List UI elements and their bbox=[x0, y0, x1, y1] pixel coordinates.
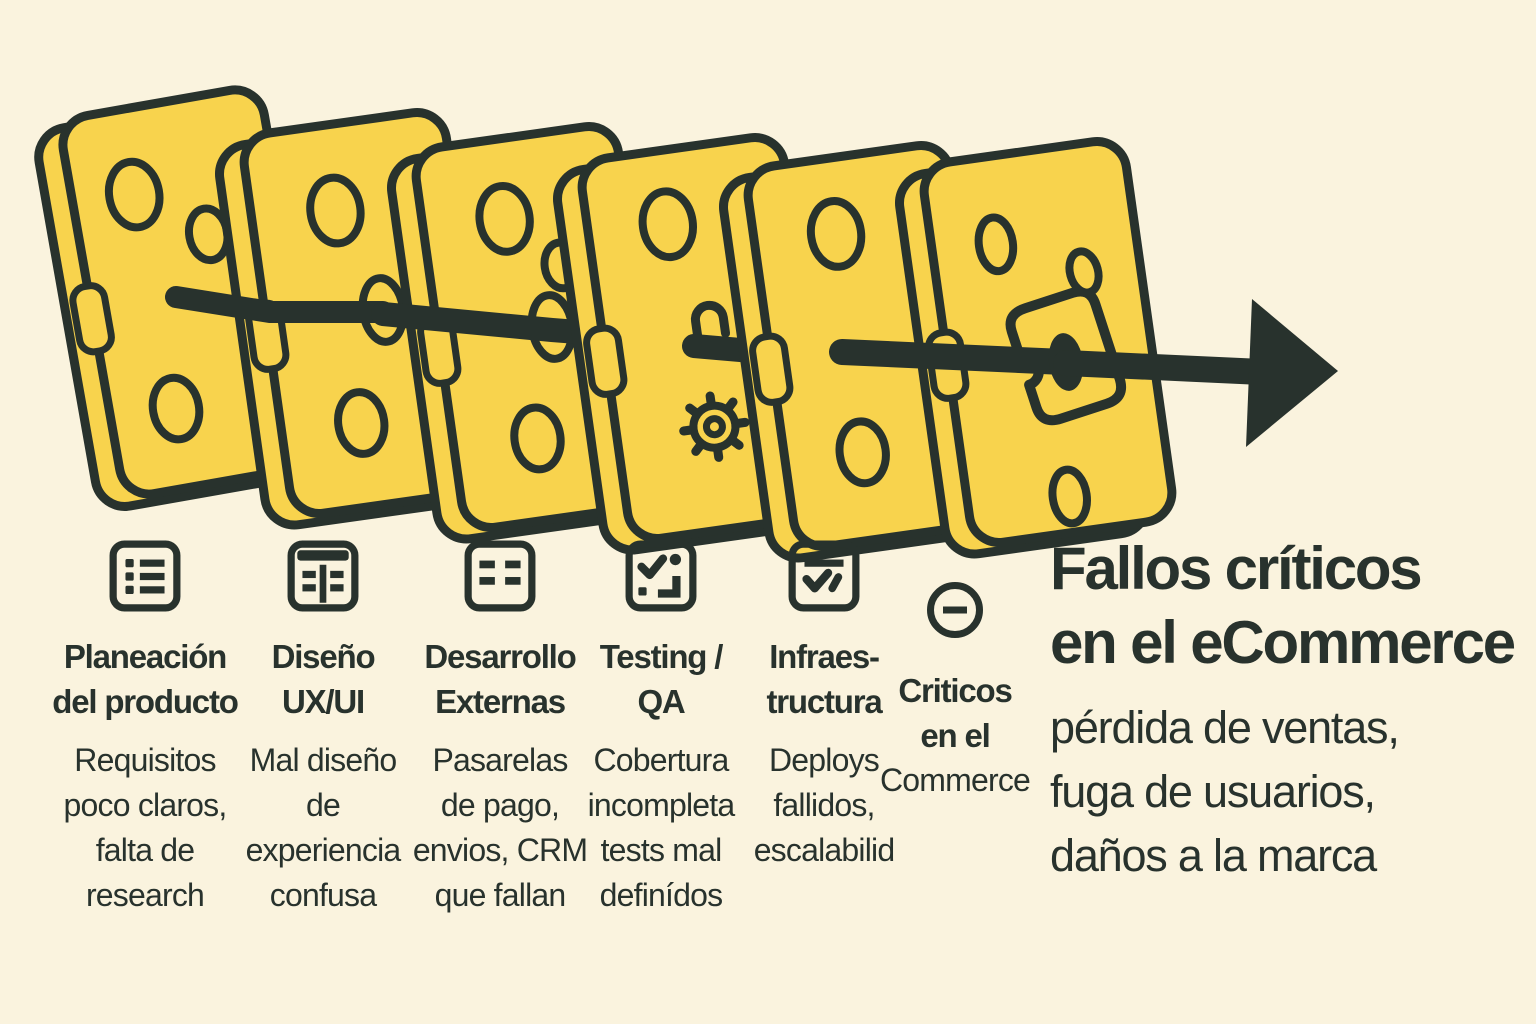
rows-icon bbox=[464, 540, 536, 612]
result-block: Fallos críticos en el eCommerce pérdida … bbox=[1050, 532, 1525, 888]
arrow-rod-segment-4 bbox=[829, 339, 1077, 375]
step-description: Mal diseño de experiencia confusa bbox=[245, 742, 402, 913]
step-column-infraestructura: Infraes- tructura Deploys fallidos, esca… bbox=[719, 538, 929, 873]
step-title: Diseño UX/UI bbox=[271, 638, 376, 720]
shackle-icon bbox=[690, 300, 731, 342]
puzzle-cutout bbox=[1005, 286, 1127, 426]
step-description: Pasarelas de pago, envios, CRM que falla… bbox=[412, 742, 588, 913]
step-title: Desarrollo Externas bbox=[424, 638, 576, 720]
list-icon bbox=[109, 540, 181, 612]
result-title: Fallos críticos en el eCommerce bbox=[1050, 535, 1516, 676]
browser-layout-icon bbox=[287, 540, 359, 612]
gear-icon bbox=[679, 391, 750, 462]
step-description: Deploys fallidos, escalabilid bbox=[753, 742, 895, 868]
test-check-icon bbox=[625, 540, 697, 612]
step-title: Planeación del producto bbox=[52, 638, 239, 720]
step-column-criticos: Criticos en el Commerce bbox=[867, 538, 1043, 803]
step-title: Infraes- tructura bbox=[766, 638, 882, 720]
step-column-planeacion: Planeación del producto Requisitos poco … bbox=[40, 538, 250, 918]
step-column-desarrollo: Desarrollo Externas Pasarelas de pago, e… bbox=[394, 538, 606, 918]
step-description: Requisitos poco claros, falta de researc… bbox=[63, 742, 228, 913]
arrow-head bbox=[1246, 299, 1338, 447]
small-hole-domino-6 bbox=[1065, 247, 1103, 297]
arrow-rod-segment-1 bbox=[165, 286, 394, 323]
step-title: Testing / QA bbox=[599, 638, 724, 720]
step-column-testing: Testing / QA Cobertura incompleta tests … bbox=[556, 538, 766, 918]
step-description: Commerce bbox=[879, 762, 1031, 798]
step-description: Cobertura incompleta tests mal definídos bbox=[587, 742, 736, 913]
step-title: Criticos en el bbox=[898, 672, 1012, 754]
result-subtitle: pérdida de ventas, fuga de usuarios, dañ… bbox=[1050, 702, 1400, 881]
step-column-diseno: Diseño UX/UI Mal diseño de experiencia c… bbox=[220, 538, 426, 918]
arrow-rod-segment-5 bbox=[1053, 350, 1275, 385]
circle-minus-icon bbox=[927, 582, 983, 638]
checklist-icon bbox=[788, 540, 860, 612]
